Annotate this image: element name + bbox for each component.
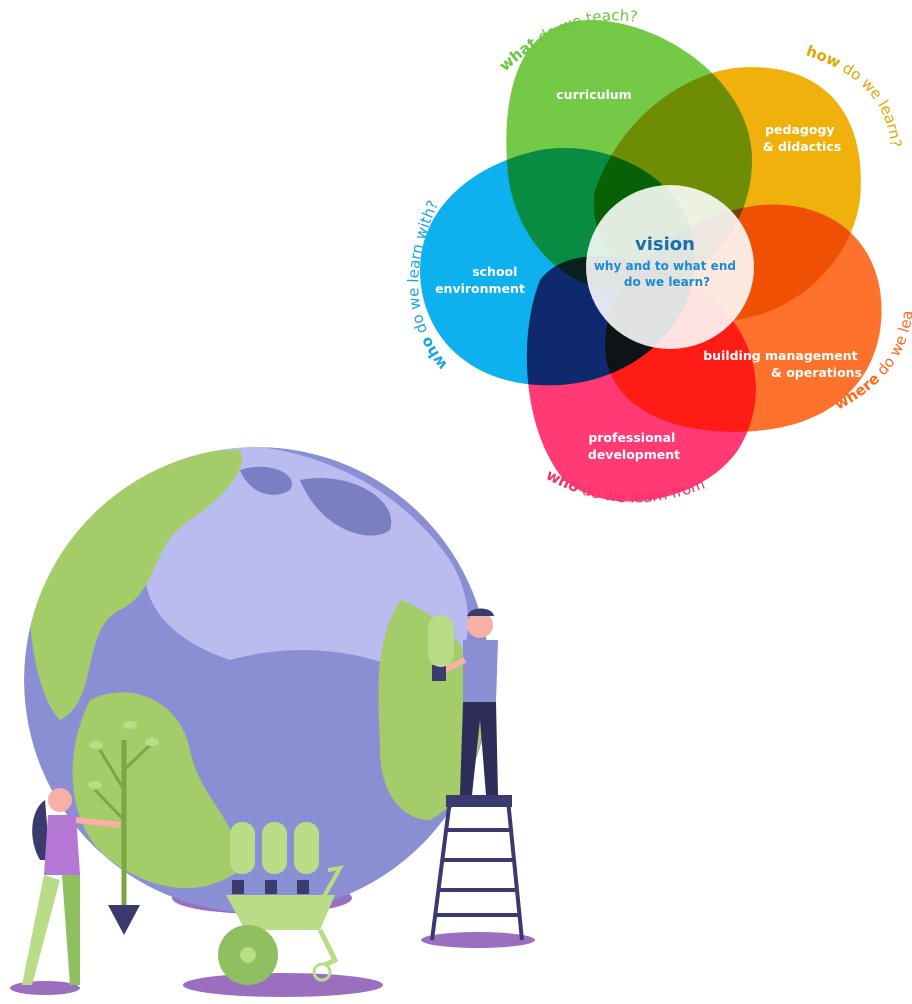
wheelbarrow	[218, 822, 344, 985]
label-pedagogy: pedagogy & didactics	[763, 122, 841, 154]
label-curriculum: curriculum	[556, 87, 631, 102]
earth-illustration	[10, 447, 535, 997]
tree-sapling	[88, 721, 159, 935]
wheelbarrow-shadow	[183, 973, 383, 997]
ladder	[430, 795, 524, 941]
man-figure	[428, 608, 498, 795]
vision-subtitle: why and to what end do we learn?	[594, 259, 740, 289]
vision-flower-diagram: curriculum pedagogy & didactics building…	[0, 0, 912, 507]
woman-shadow	[10, 981, 80, 995]
globe	[24, 447, 490, 913]
woman-figure	[22, 788, 121, 985]
vision-center	[586, 185, 754, 349]
label-school: school environment	[435, 264, 525, 296]
label-building: building management & operations	[703, 348, 862, 380]
ladder-shadow	[421, 932, 535, 948]
vision-title: vision	[635, 234, 695, 255]
label-professional: professional development	[588, 430, 680, 462]
